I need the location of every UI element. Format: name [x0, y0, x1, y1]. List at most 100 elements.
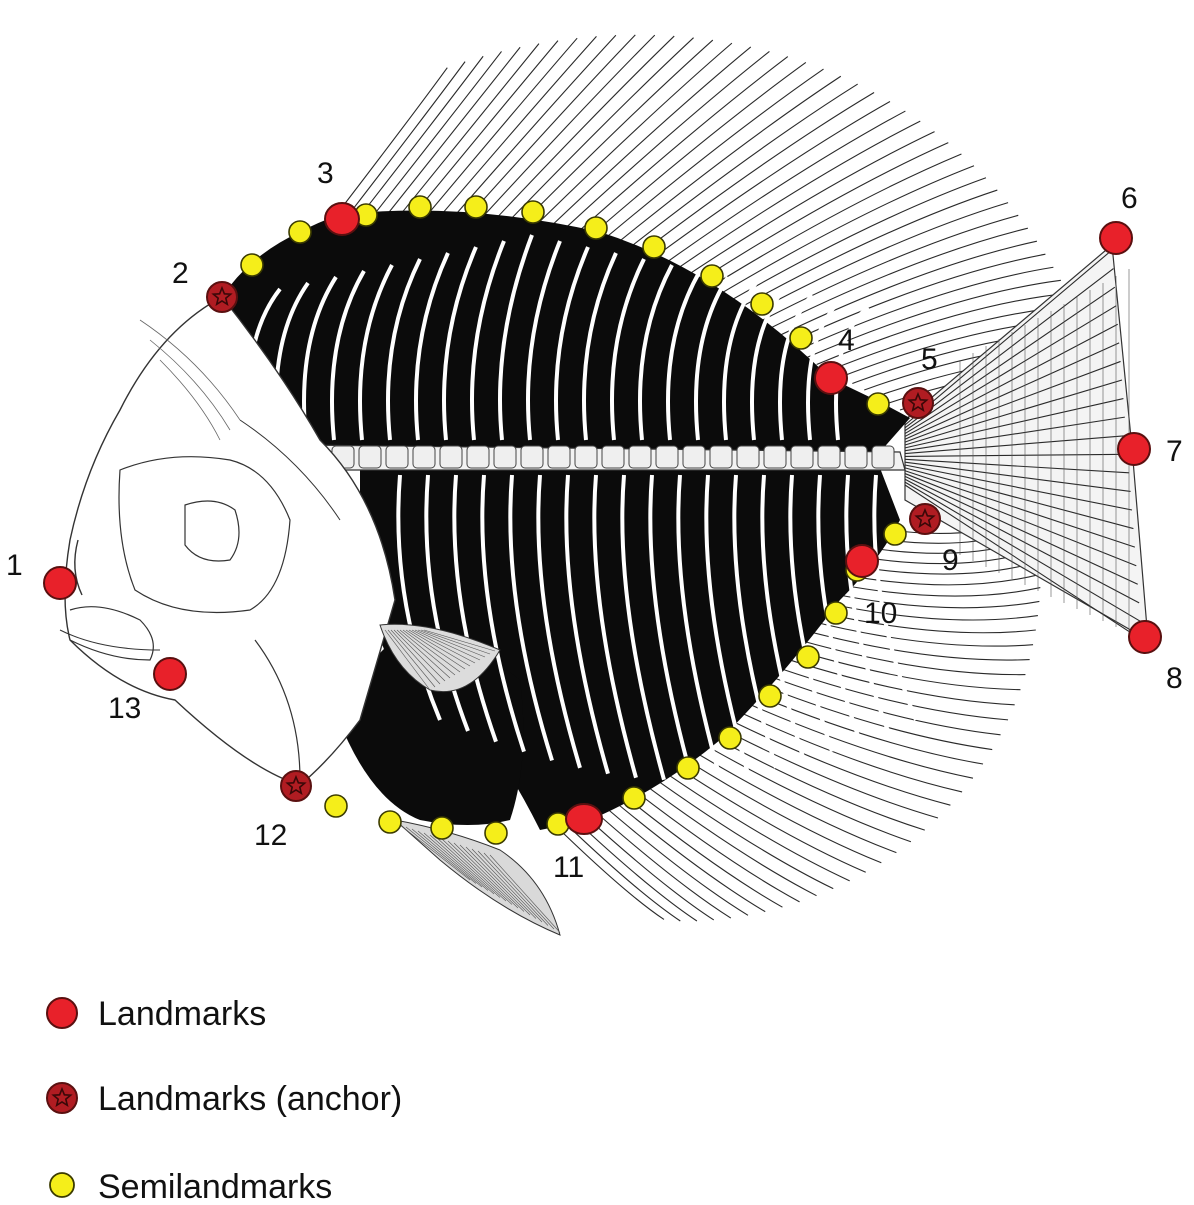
landmark-7 [1118, 433, 1150, 465]
vertebra [521, 446, 543, 468]
dorsal-fin-ray [400, 44, 539, 216]
dorsal-fin-ray [423, 38, 577, 219]
dorsal-fin-ray [697, 166, 974, 308]
semilandmark-point [825, 602, 847, 624]
vertebra [629, 446, 651, 468]
semilandmark-point [797, 646, 819, 668]
landmark-label-10: 10 [864, 597, 897, 630]
semilandmark-point [485, 822, 507, 844]
vertebra [548, 446, 570, 468]
anal-fin-ray [687, 735, 911, 842]
landmark-label-11: 11 [553, 851, 584, 884]
vertebra [575, 446, 597, 468]
landmark-6 [1100, 222, 1132, 254]
legend-semilandmark-symbol [50, 1173, 74, 1197]
anal-fin-ray [645, 771, 834, 888]
anal-fin-ray [585, 816, 713, 920]
dorsal-fin-ray [519, 43, 732, 242]
dorsal-fin-ray [745, 215, 1018, 329]
vertebra [413, 446, 435, 468]
semilandmark-point [409, 196, 431, 218]
caudal-fin [905, 245, 1148, 640]
landmark-8 [1129, 621, 1161, 653]
anal-fin-ray [712, 711, 950, 805]
dorsal-fin-ray [483, 36, 674, 232]
vertebra [467, 446, 489, 468]
semilandmark-point [289, 221, 311, 243]
landmark-label-4: 4 [838, 324, 855, 357]
anal-fin-ray [628, 785, 800, 902]
vertebra [710, 446, 732, 468]
vertebra [494, 446, 516, 468]
anal-fin-ray [763, 662, 1008, 719]
semilandmark-point [465, 196, 487, 218]
anal-fin-ray [678, 742, 896, 852]
semilandmark-point [585, 217, 607, 239]
semilandmark-point [379, 811, 401, 833]
dorsal-fin-ray [340, 68, 447, 210]
semilandmark-point [677, 757, 699, 779]
semilandmark-point [701, 265, 723, 287]
dorsal-fin-ray [388, 47, 520, 214]
dorsal-fin-ray [662, 132, 935, 293]
anal-fin-ray [577, 822, 697, 921]
landmark-3 [325, 203, 359, 235]
landmark-label-7: 7 [1166, 435, 1183, 468]
semilandmark-point [431, 817, 453, 839]
semilandmark-point [867, 393, 889, 415]
anal-fin-ray [788, 637, 1025, 675]
semilandmark-point [522, 201, 544, 223]
landmark-label-5: 5 [921, 343, 938, 376]
landmark-label-3: 3 [317, 157, 334, 190]
vertebra [440, 446, 462, 468]
dorsal-fin-ray [411, 41, 557, 218]
dorsal-fin-ray [471, 35, 655, 229]
landmark-label-9: 9 [942, 544, 959, 577]
dorsal-fin-ray [531, 47, 751, 246]
landmark-1 [44, 567, 76, 599]
vertebra [683, 446, 705, 468]
vertebra [764, 446, 786, 468]
anal-fin-ray [619, 792, 782, 907]
legend-semilandmarks-label: Semilandmarks [98, 1168, 332, 1205]
anal-fin-ray [839, 584, 1040, 596]
landmark-4 [815, 362, 847, 394]
legend-landmark-symbol [47, 998, 77, 1028]
semilandmark-point [790, 327, 812, 349]
vertebra [845, 446, 867, 468]
semilandmark-point [759, 685, 781, 707]
legend-landmarks-label: Landmarks [98, 995, 266, 1033]
legend: Landmarks Landmarks (anchor) Semilandmar… [47, 995, 402, 1205]
semilandmark-point [241, 254, 263, 276]
vertebra [386, 446, 408, 468]
semilandmark-point [623, 787, 645, 809]
anal-fin-ray [594, 810, 731, 918]
landmark-label-2: 2 [172, 257, 189, 290]
pelvic-fin [395, 820, 560, 935]
dorsal-fin-ray [769, 241, 1037, 340]
legend-anchor-label: Landmarks (anchor) [98, 1080, 402, 1118]
anal-fin-ray [653, 764, 850, 881]
anal-fin-ray [721, 703, 962, 791]
landmark-13 [154, 658, 186, 690]
vertebra [737, 446, 759, 468]
semilandmark-point [751, 293, 773, 315]
vertebra [872, 446, 894, 468]
vertebra [818, 446, 840, 468]
landmark-11 [566, 804, 602, 834]
anal-fin-ray [611, 798, 765, 911]
landmark-10 [846, 545, 878, 577]
anal-fin-ray [636, 778, 816, 895]
dorsal-fin-ray [435, 36, 596, 221]
semilandmark-point [643, 236, 665, 258]
landmark-label-6: 6 [1121, 182, 1138, 215]
vertebra [359, 446, 381, 468]
semilandmark-point [719, 727, 741, 749]
landmark-label-8: 8 [1166, 662, 1183, 695]
landmark-label-13: 13 [108, 692, 141, 725]
landmark-label-12: 12 [254, 819, 287, 852]
vertebra [602, 446, 624, 468]
vertebra [791, 446, 813, 468]
landmark-label-1: 1 [6, 549, 23, 582]
